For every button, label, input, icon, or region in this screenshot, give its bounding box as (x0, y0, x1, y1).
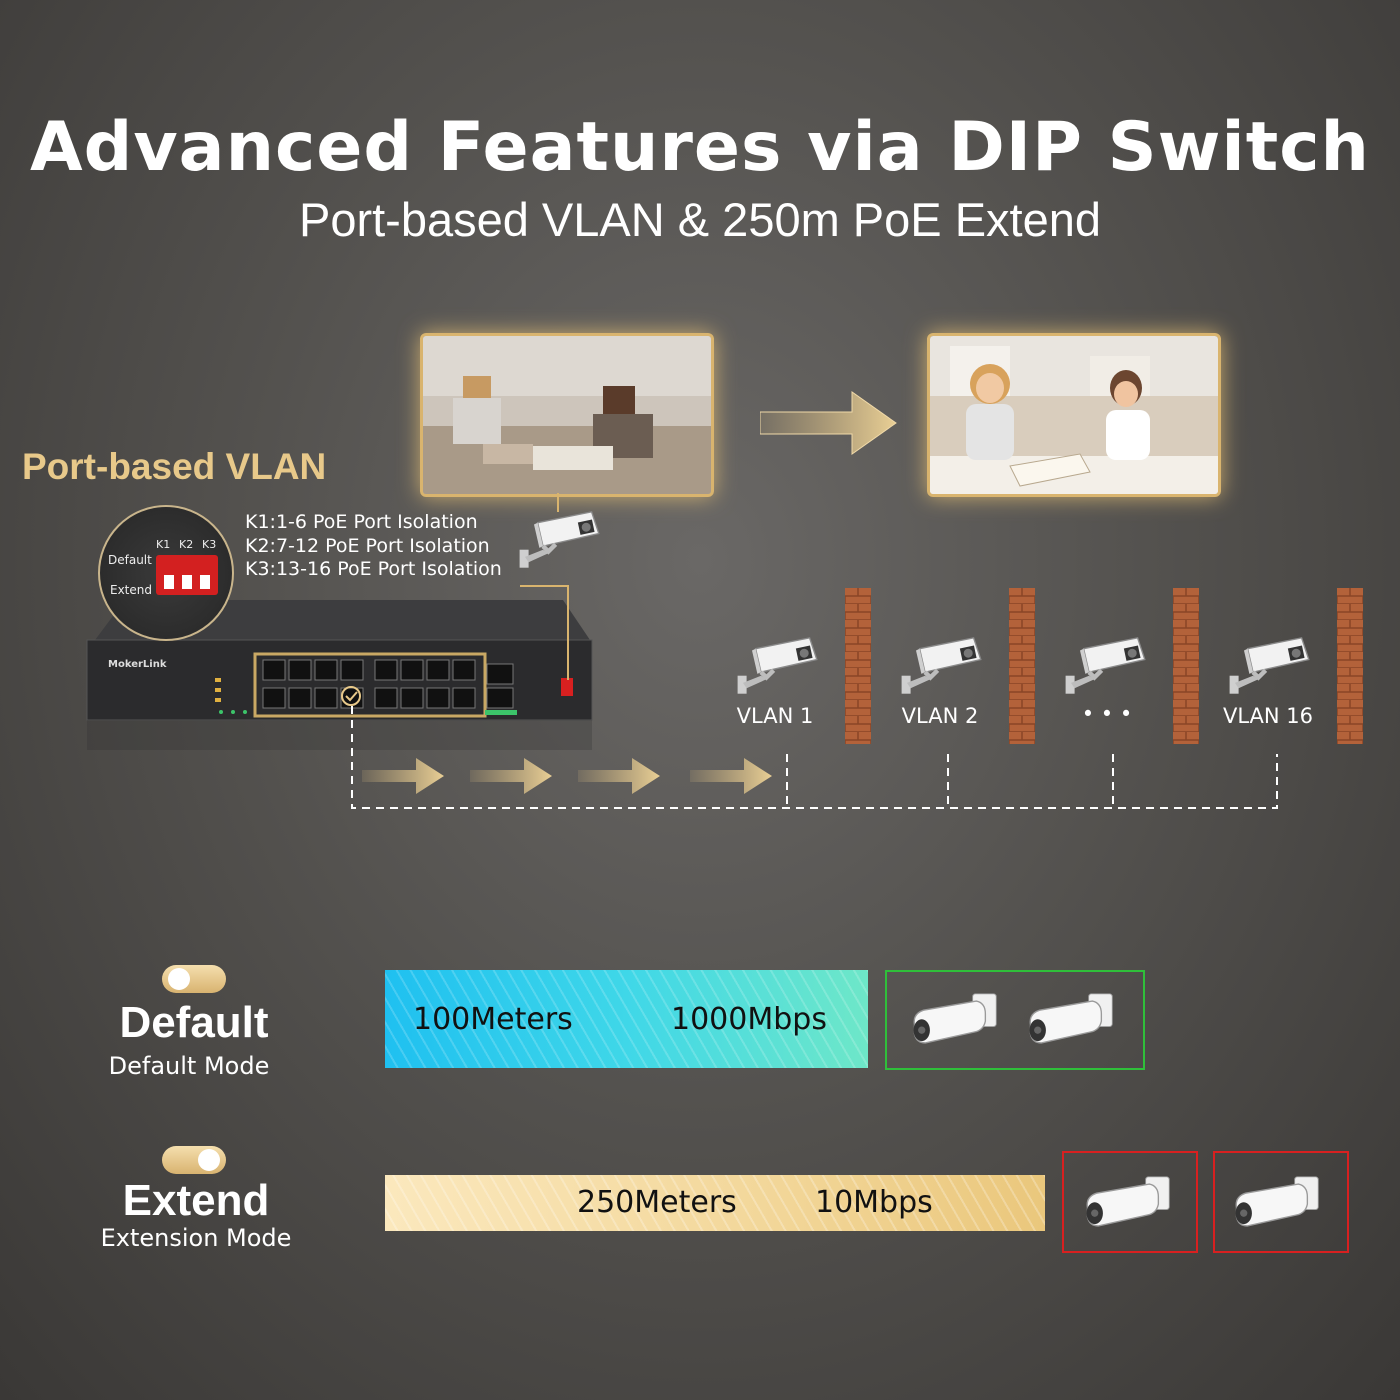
brick-wall-icon (1009, 588, 1035, 744)
dip-switch-body[interactable] (156, 555, 218, 595)
brick-wall-icon (1337, 588, 1363, 744)
dip-label-extend: Extend (110, 583, 152, 597)
extend-mode-name: Extend (122, 1176, 270, 1225)
bullet-camera-icon (909, 990, 1009, 1054)
cctv-camera-icon (516, 506, 606, 570)
default-mode-name: Default (119, 998, 269, 1047)
vlan-label: VLAN 1 (736, 704, 814, 728)
rule-k1: K1:1-6 PoE Port Isolation (245, 511, 478, 533)
default-mode-toggle[interactable] (162, 965, 226, 993)
brick-wall-icon (1173, 588, 1199, 744)
cctv-camera-icon (1062, 632, 1152, 696)
bullet-camera-icon (1082, 1173, 1182, 1237)
cctv-camera-icon (898, 632, 988, 696)
arrow-right-icon (690, 758, 772, 794)
extend-camera-box (1213, 1151, 1349, 1253)
clear-photo (927, 333, 1221, 497)
bullet-camera-icon (1025, 990, 1125, 1054)
arrow-right-icon (578, 758, 660, 794)
dip-label-k2: K2 (179, 538, 194, 551)
cctv-camera-icon (734, 632, 824, 696)
vlan-label: • • • (1081, 702, 1133, 726)
dip-label-k1: K1 (156, 538, 171, 551)
dip-label-k3: K3 (202, 538, 217, 551)
default-camera-box (885, 970, 1145, 1070)
cctv-camera-icon (1226, 632, 1316, 696)
vlan-label: VLAN 2 (901, 704, 979, 728)
extend-camera-box (1062, 1151, 1198, 1253)
rule-k3: K3:13-16 PoE Port Isolation (245, 558, 502, 580)
page-title: Advanced Features via DIP Switch (30, 108, 1370, 187)
extend-mode-bar: 250Meters 10Mbps (385, 1175, 1045, 1231)
dip-switch-magnifier: K1 K2 K3 Default Extend (98, 505, 234, 641)
extend-mode-description: Extension Mode (100, 1224, 292, 1252)
blurred-photo (420, 333, 714, 497)
extend-mode-toggle[interactable] (162, 1146, 226, 1174)
vlan-heading: Port-based VLAN (22, 446, 327, 487)
default-mode-description: Default Mode (108, 1052, 270, 1080)
switch-brand: MokerLink (108, 659, 167, 670)
default-distance: 100Meters (413, 1002, 573, 1037)
arrow-right-icon (760, 391, 897, 455)
extend-distance: 250Meters (577, 1185, 737, 1220)
rule-k2: K2:7-12 PoE Port Isolation (245, 535, 490, 557)
extend-speed: 10Mbps (815, 1185, 933, 1220)
default-mode-bar: 100Meters 1000Mbps (385, 970, 868, 1068)
vlan-label: VLAN 16 (1222, 704, 1314, 728)
dip-label-default: Default (108, 553, 152, 567)
bullet-camera-icon (1231, 1173, 1331, 1237)
arrow-right-icon (362, 758, 444, 794)
arrow-right-icon (470, 758, 552, 794)
brick-wall-icon (845, 588, 871, 744)
default-speed: 1000Mbps (671, 1002, 827, 1037)
page-subtitle: Port-based VLAN & 250m PoE Extend (298, 193, 1102, 246)
